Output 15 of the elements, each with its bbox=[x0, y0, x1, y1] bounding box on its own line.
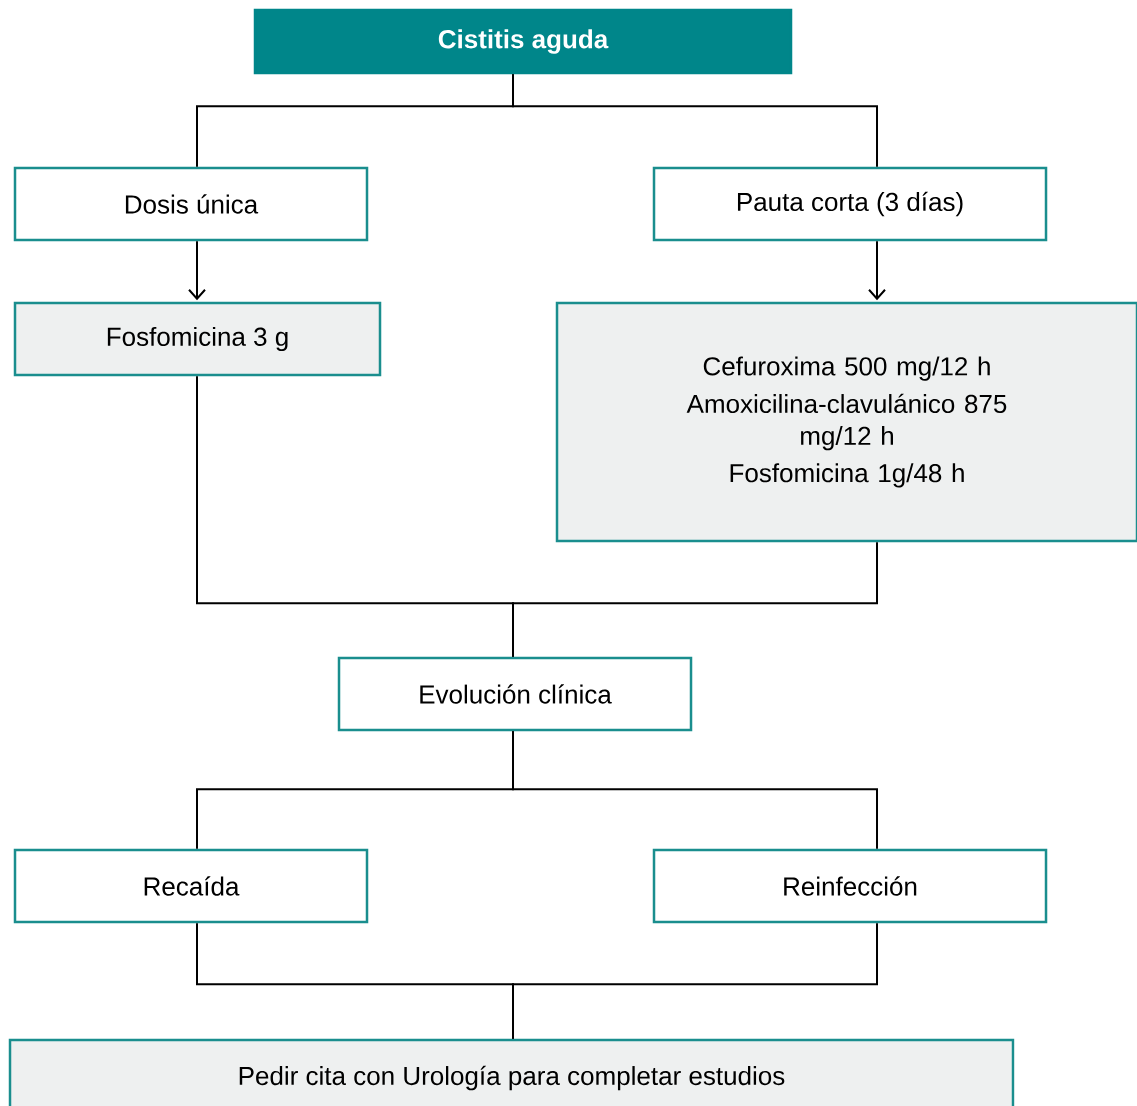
process-box: Reinfección bbox=[652, 848, 1048, 924]
arrow bbox=[868, 240, 886, 301]
title-box: Cistitis aguda bbox=[253, 8, 793, 75]
treatment-box: Pedir cita con Urología para completar estudios bbox=[8, 1038, 1015, 1106]
treatment-box: Cefuroxima 500 mg/12 h Amoxicilina-clavulánico 875 mg/12 h Fosfomicina 1g/48 h bbox=[555, 301, 1137, 543]
connector-line bbox=[512, 922, 878, 1040]
process-box: Evolución clínica bbox=[337, 656, 693, 732]
process-box: Dosis única bbox=[13, 166, 369, 242]
arrow bbox=[188, 240, 206, 301]
treatment-box: Fosfomicina 3 g bbox=[13, 301, 382, 377]
connector-line bbox=[512, 730, 878, 850]
connector-line bbox=[512, 541, 878, 658]
process-box: Recaída bbox=[13, 848, 369, 924]
connector-line bbox=[512, 73, 878, 168]
process-box: Pauta corta (3 días) bbox=[652, 166, 1048, 242]
